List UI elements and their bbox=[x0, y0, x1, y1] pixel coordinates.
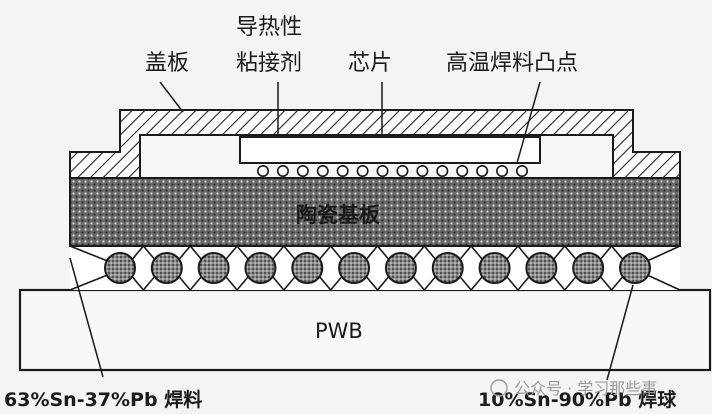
label-chip: 芯片 bbox=[348, 51, 392, 76]
solder-fillet bbox=[142, 245, 191, 291]
solder-bump bbox=[416, 165, 429, 178]
solder-bump bbox=[456, 165, 469, 178]
solder-bump bbox=[356, 165, 369, 178]
label-cover: 盖板 bbox=[145, 51, 189, 76]
solder-fillet bbox=[283, 245, 332, 291]
label-pwb: PWB bbox=[315, 319, 363, 343]
solder-bump bbox=[436, 165, 449, 178]
solder-ball bbox=[338, 252, 371, 284]
leader-cover bbox=[159, 81, 184, 113]
solder-ball bbox=[384, 252, 417, 284]
solder-fillet bbox=[470, 245, 519, 291]
leader-bumps bbox=[516, 81, 541, 164]
solder-fillet bbox=[610, 245, 681, 291]
label-solder: 63%Sn-37%Pb 焊料 bbox=[4, 388, 202, 411]
solder-ball bbox=[478, 252, 511, 284]
solder-ball bbox=[619, 252, 651, 284]
leader-balls bbox=[606, 284, 634, 381]
solder-ball bbox=[197, 252, 230, 284]
solder-fillet bbox=[564, 245, 613, 291]
solder-bump bbox=[515, 165, 528, 178]
label-balls: 10%Sn-90%Pb 焊球 bbox=[478, 388, 677, 411]
solder-ball bbox=[104, 252, 136, 284]
solder-bump bbox=[496, 165, 509, 178]
solder-fillet bbox=[189, 245, 238, 291]
solder-fillet bbox=[517, 245, 566, 291]
solder-ball bbox=[291, 252, 324, 284]
watermark-icon bbox=[490, 379, 508, 397]
chip bbox=[239, 136, 541, 164]
solder-ball bbox=[431, 252, 464, 284]
solder-fillet bbox=[236, 245, 285, 291]
ceramic-substrate bbox=[69, 177, 681, 247]
solder-bump bbox=[336, 165, 349, 178]
solder-bump bbox=[376, 165, 389, 178]
leader-solder bbox=[69, 257, 104, 378]
solder-balls bbox=[104, 252, 651, 284]
solder-bump bbox=[256, 165, 269, 178]
watermark-text: 公众号 · 学习那些事 bbox=[514, 379, 657, 398]
solder-bumps bbox=[256, 165, 528, 178]
solder-ball bbox=[525, 252, 558, 284]
solder-fillet bbox=[330, 245, 379, 291]
label-adhesive-1: 导热性 bbox=[236, 15, 302, 40]
solder-bump bbox=[476, 165, 489, 178]
solder-ball bbox=[150, 252, 183, 284]
solder-bump bbox=[276, 165, 289, 178]
label-substrate: 陶瓷基板 bbox=[296, 203, 381, 227]
solder-bump bbox=[296, 165, 309, 178]
solder-ball bbox=[244, 252, 277, 284]
solder-fillet bbox=[69, 245, 145, 291]
solder-bump bbox=[316, 165, 329, 178]
label-bumps: 高温焊料凸点 bbox=[446, 51, 578, 76]
solder-ball bbox=[572, 252, 605, 284]
solder-fillet bbox=[423, 245, 472, 291]
solder-fillet bbox=[376, 245, 425, 291]
label-adhesive-2: 粘接剂 bbox=[236, 51, 302, 76]
pwb-board bbox=[18, 288, 712, 372]
solder-bump bbox=[396, 165, 409, 178]
